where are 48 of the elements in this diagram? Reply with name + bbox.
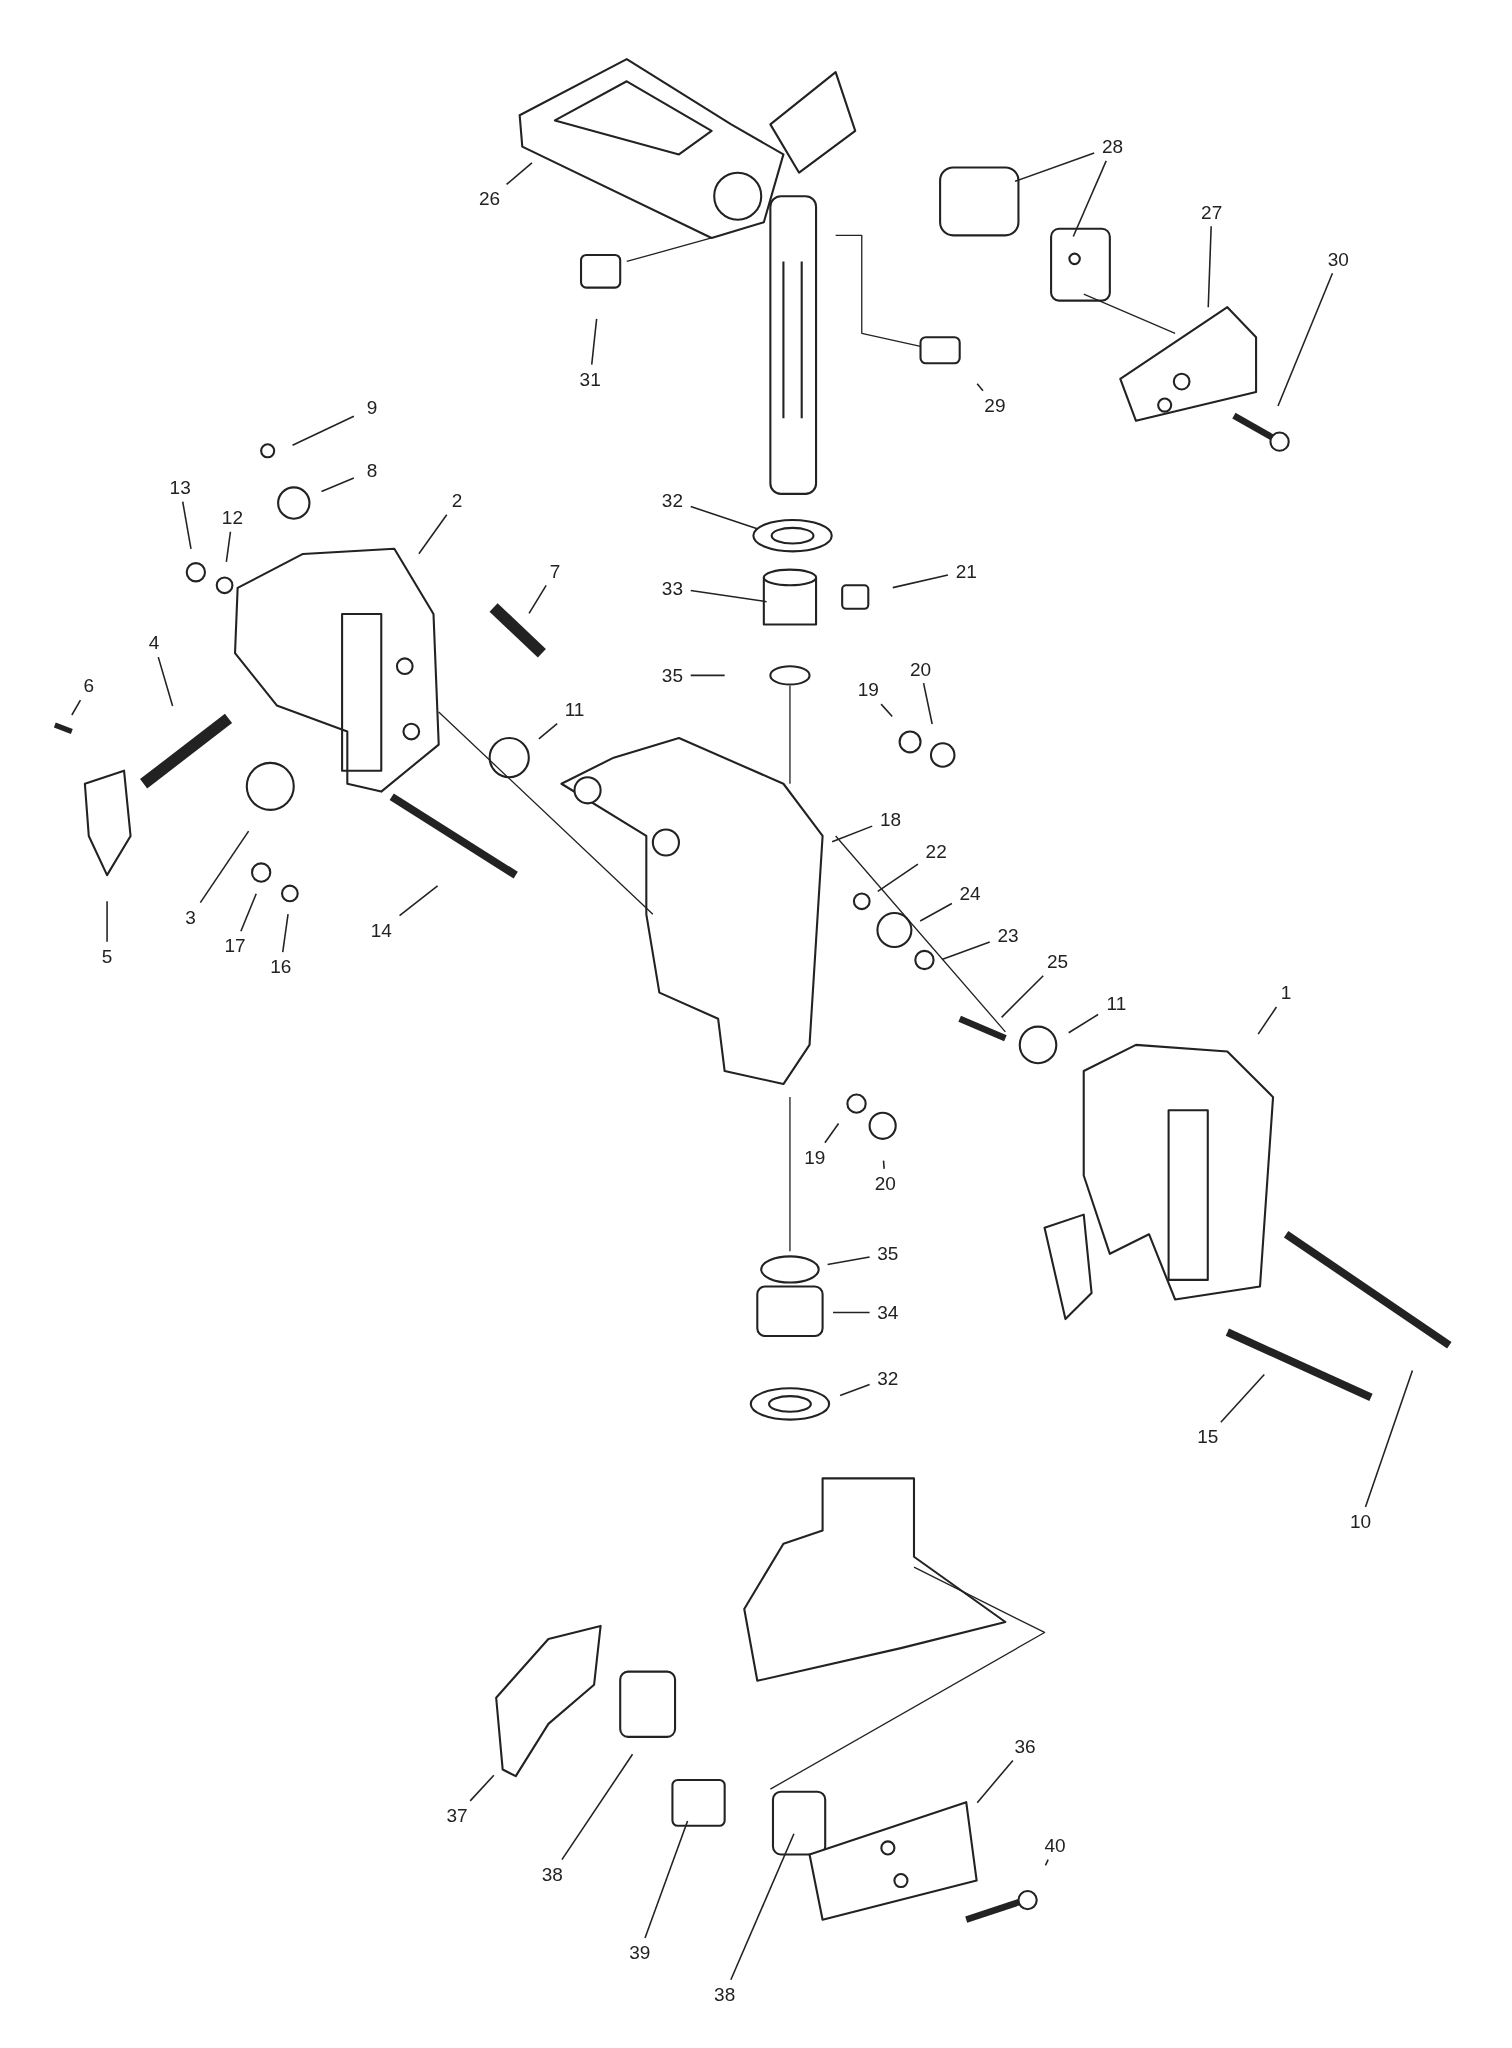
leader-line — [528, 584, 547, 615]
leader-line — [689, 674, 726, 677]
leader-line — [469, 1774, 495, 1802]
leader-line — [839, 1383, 871, 1397]
callout-number: 6 — [81, 676, 97, 695]
leader-line — [882, 1159, 885, 1170]
leader-line — [1000, 974, 1045, 1019]
leader-line — [976, 1759, 1014, 1804]
leader-line — [71, 699, 82, 716]
leader-line — [1044, 1858, 1049, 1867]
leader-line — [824, 1122, 840, 1144]
leader-line — [644, 1820, 689, 1939]
leader-line — [320, 477, 355, 493]
leader-line — [892, 574, 949, 589]
leader-line — [1220, 1373, 1266, 1424]
leader-line — [877, 863, 919, 893]
leader-line — [1257, 1006, 1278, 1035]
leader-line — [538, 722, 558, 740]
leader-line — [1277, 272, 1334, 407]
leader-line — [826, 1256, 871, 1266]
leader-line — [181, 500, 192, 550]
leader-line — [941, 941, 991, 961]
leader-line — [157, 656, 174, 707]
leader-line — [1014, 152, 1095, 183]
leader-line — [561, 1753, 634, 1861]
leader-line — [1364, 1369, 1414, 1508]
leader-line — [199, 830, 250, 904]
leader-line — [1072, 160, 1107, 238]
leader-line — [730, 1833, 795, 1981]
leader-line — [1207, 225, 1212, 308]
leader-line — [291, 415, 355, 446]
leader-line — [240, 893, 257, 933]
leader-line — [919, 902, 953, 922]
leader-line — [976, 383, 984, 392]
leader-line — [922, 682, 933, 725]
leader-line — [689, 505, 759, 530]
leader-line — [281, 913, 289, 953]
leader-line — [106, 900, 108, 943]
leader-line — [418, 514, 448, 555]
leader-line — [505, 162, 533, 186]
leader-line — [1067, 1013, 1099, 1034]
leader-line — [225, 530, 232, 563]
leader-line — [831, 825, 873, 843]
leader-line — [590, 318, 598, 366]
leader-line — [398, 885, 439, 917]
leader-line — [880, 703, 894, 718]
leader-line — [689, 589, 768, 603]
leader-line — [832, 1311, 871, 1314]
